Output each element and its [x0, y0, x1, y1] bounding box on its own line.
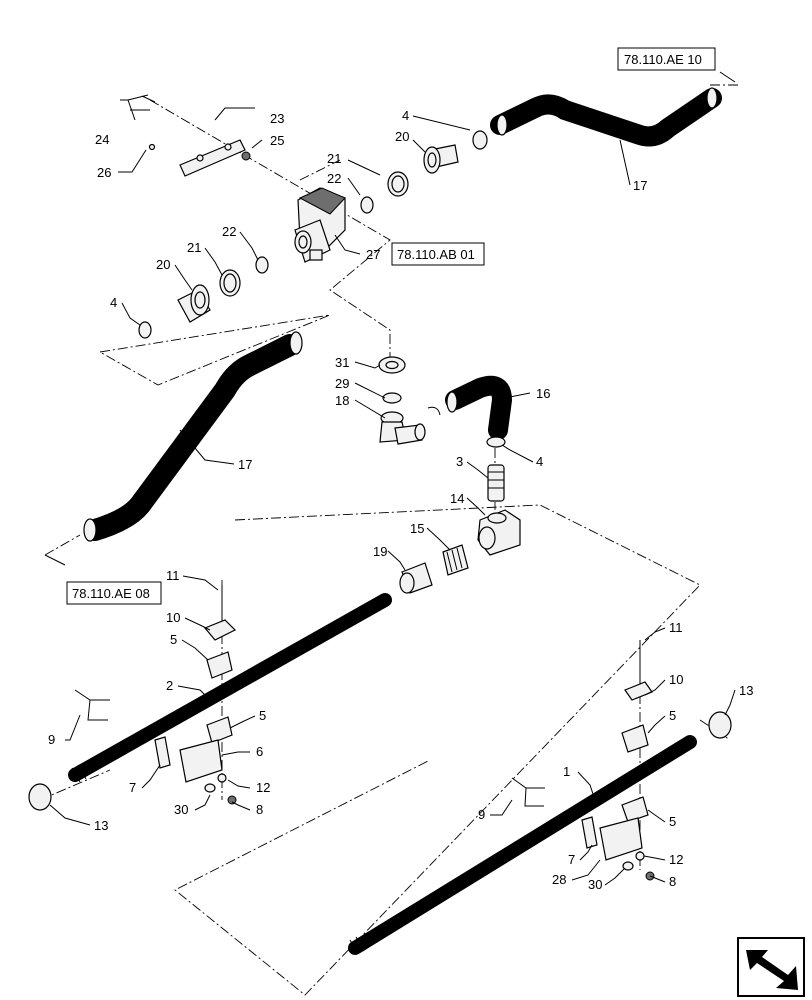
callout-label: 5 [170, 632, 177, 647]
callout-label: 11 [669, 620, 683, 635]
valve-27 [294, 187, 346, 263]
elbow-18-group [378, 356, 441, 445]
center-lines [39, 84, 740, 996]
callout-label: 20 [395, 129, 409, 144]
callout-label: 2 [166, 678, 173, 693]
callout-label: 11 [166, 568, 180, 583]
callout-label: 5 [259, 708, 266, 723]
callout-label: 30 [174, 802, 188, 817]
bracket-23 [120, 94, 251, 177]
callout-label: 8 [669, 874, 676, 889]
reference-label: 78.110.AE 08 [72, 586, 150, 601]
reference-box-ae10: 78.110.AE 10 [617, 47, 716, 71]
callout-label: 9 [48, 732, 55, 747]
callout-label: 17 [633, 178, 647, 193]
reference-label: 78.110.AE 10 [624, 52, 702, 67]
callout-label: 17 [238, 457, 252, 472]
callout-label: 3 [456, 454, 463, 469]
reference-box-ab01: 78.110.AB 01 [391, 242, 485, 266]
callout-label: 31 [335, 355, 349, 370]
tube-2 [28, 593, 392, 811]
fitting-15-coupler-19 [399, 544, 469, 594]
callout-label: 15 [410, 521, 424, 536]
callout-label: 20 [156, 257, 170, 272]
callout-label: 29 [335, 376, 349, 391]
callout-label: 22 [222, 224, 236, 239]
callout-label: 16 [536, 386, 550, 401]
callout-label: 28 [552, 872, 566, 887]
navigation-arrow-icon[interactable] [737, 937, 805, 997]
callout-label: 13 [739, 683, 753, 698]
callout-label: 26 [97, 165, 111, 180]
callout-label: 27 [366, 247, 380, 262]
callout-label: 8 [256, 802, 263, 817]
callout-label: 12 [669, 852, 683, 867]
hose-16 [445, 375, 513, 440]
tube-1 [348, 711, 732, 955]
tee-14-group [477, 436, 521, 556]
fittings-upper-right [360, 130, 488, 214]
reference-box-ae08: 78.110.AE 08 [66, 581, 162, 605]
callout-label: 4 [536, 454, 543, 469]
callout-labels: 24 23 25 26 4 20 21 22 17 27 22 21 20 4 … [48, 108, 753, 892]
clamp-stack-left [74, 585, 237, 805]
callout-label: 6 [256, 744, 263, 759]
hose-17-upper [490, 87, 722, 147]
callout-label: 23 [270, 111, 284, 126]
callout-label: 21 [327, 151, 341, 166]
callout-label: 7 [568, 852, 575, 867]
hose-17-left [83, 331, 303, 542]
callout-label: 5 [669, 814, 676, 829]
callout-label: 12 [256, 780, 270, 795]
callout-label: 21 [187, 240, 201, 255]
callout-label: 4 [402, 108, 409, 123]
fittings-upper-left [138, 256, 269, 339]
callout-label: 30 [588, 877, 602, 892]
callout-label: 14 [450, 491, 464, 506]
callout-label: 5 [669, 708, 676, 723]
callout-label: 13 [94, 818, 108, 833]
callout-label: 4 [110, 295, 117, 310]
callout-label: 9 [478, 807, 485, 822]
callout-label: 25 [270, 133, 284, 148]
reference-label: 78.110.AB 01 [397, 247, 475, 262]
clamp-stack-right [511, 640, 655, 881]
callout-label: 10 [669, 672, 683, 687]
callout-label: 7 [129, 780, 136, 795]
callout-label: 24 [95, 132, 109, 147]
callout-label: 10 [166, 610, 180, 625]
callout-label: 22 [327, 171, 341, 186]
callout-label: 19 [373, 544, 387, 559]
callout-label: 1 [563, 764, 570, 779]
callout-label: 18 [335, 393, 349, 408]
